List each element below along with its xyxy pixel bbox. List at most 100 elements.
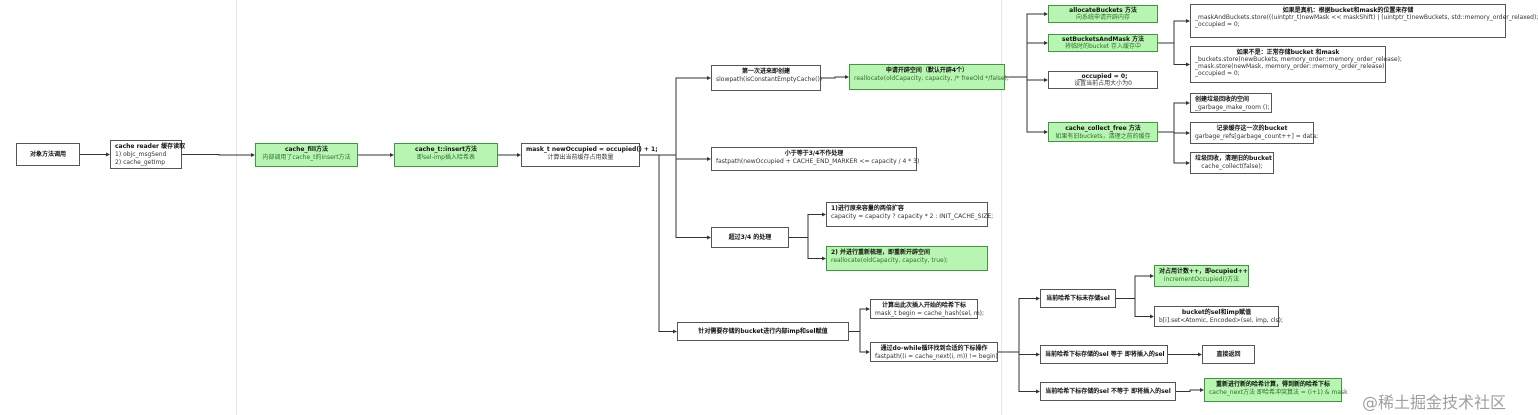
- node-new-occupied[interactable]: mask_t newOccupied = occupied() + 1; 计算出…: [521, 143, 658, 167]
- connector-line: [1005, 76, 1045, 133]
- node-title: 小于等于3/4不作处理: [784, 150, 844, 157]
- node-title: 记录缓存这一次的bucket: [1216, 125, 1288, 132]
- node-title: 通过do-while循环找到合适的下标操作: [880, 345, 988, 352]
- node-line: _mask.store(newMask, memory_order::memor…: [1195, 63, 1387, 70]
- node-desc: cache_next方法 即哈希冲突算法 = (i+1) & mask: [1209, 389, 1348, 396]
- connector-line: [1116, 298, 1151, 317]
- node-over-three-quarters[interactable]: 超过3/4 的处理: [711, 227, 789, 248]
- connector-arrowhead: [1200, 388, 1204, 392]
- node-title: _occupied = 0;: [1078, 73, 1128, 80]
- node-bucket-set[interactable]: bucket的sel和imp赋值 b[i].set<Atomic, Encode…: [1154, 306, 1284, 327]
- node-desc: _garbage_make_room ();: [1195, 104, 1270, 111]
- node-reallocate-new[interactable]: 2) 并进行重新梳理，即重新开辟空间 reallocate(oldCapacit…: [826, 246, 988, 271]
- node-begin-hash[interactable]: 计算出此次插入开始的哈希下标 mask_t begin = cache_hash…: [870, 299, 985, 319]
- node-garbage-collect[interactable]: 垃圾回收，清理旧的bucket cache_collect(false);: [1190, 152, 1274, 174]
- connector-line: [640, 154, 674, 332]
- connector-line: [849, 331, 867, 353]
- connector-arrowhead: [707, 76, 711, 80]
- node-fastpath-small[interactable]: 小于等于3/4不作处理 fastpath(newOccupied + CACHE…: [711, 147, 920, 171]
- node-desc: fastpath(newOccupied + CACHE_END_MARKER …: [716, 158, 920, 165]
- node-no-sel[interactable]: 当前哈希下标未存储sel: [1040, 289, 1116, 308]
- node-desc: reallocate(oldCapacity, capacity, /* fre…: [854, 75, 1009, 82]
- node-sel-not-equal[interactable]: 当前哈希下标存储的sel 不等于 即将插入的sel: [1040, 382, 1176, 401]
- node-title: bucket的sel和imp赋值: [1181, 309, 1252, 316]
- node-store-bucket[interactable]: 针对需要存储的bucket进行内部imp和sel赋值: [677, 322, 849, 341]
- connector-arrowhead: [1150, 314, 1154, 319]
- connector-arrowhead: [1198, 352, 1202, 357]
- node-title: mask_t newOccupied = occupied() + 1;: [526, 146, 658, 153]
- node-cache-fill[interactable]: cache_fill方法 内部调用了cache_t的insert方法: [255, 143, 358, 167]
- connector-line: [849, 308, 867, 332]
- connector-arrowhead: [1044, 41, 1048, 45]
- node-cache-next[interactable]: 重新进行新的哈希计算，得到新的哈希下标 cache_next方法 即哈希冲突算法…: [1204, 378, 1348, 402]
- node-object-method-call[interactable]: 对象方法调用: [16, 143, 80, 166]
- node-allocate-buckets[interactable]: allocateBuckets 方法 向系统申请开辟内存: [1048, 5, 1158, 23]
- node-set-buckets-and-mask[interactable]: setBucketsAndMask 方法 将临时的bucket 存入缓存中: [1048, 34, 1158, 52]
- connector-line: [640, 154, 708, 238]
- connector-line: [821, 76, 846, 79]
- node-cache-insert[interactable]: cache_t::insert方法 即sel-imp插入哈希表: [394, 143, 498, 167]
- node-title: 2) 并进行重新梳理，即重新开辟空间: [831, 249, 931, 256]
- node-first-create[interactable]: 第一次进来即创建 slowpath(isConstantEmptyCache()…: [711, 65, 822, 91]
- node-do-while[interactable]: 通过do-while循环找到合适的下标操作 fastpath((i = cach…: [870, 342, 998, 362]
- node-title: allocateBuckets 方法: [1069, 7, 1137, 14]
- node-cache-collect-free[interactable]: cache_collect_free 方法 如果有旧buckets，清理之前的缓…: [1048, 122, 1158, 142]
- connector-line: [789, 237, 823, 259]
- node-return-direct[interactable]: 直接返回: [1202, 345, 1255, 364]
- connector-arrowhead: [1036, 296, 1040, 301]
- node-title: cache_collect_free 方法: [1065, 125, 1141, 132]
- node-title: 超过3/4 的处理: [728, 234, 772, 241]
- connector-arrowhead: [866, 307, 870, 311]
- connector-arrowhead: [822, 256, 826, 261]
- connector-arrowhead: [390, 153, 394, 157]
- column-guide: [236, 0, 237, 415]
- node-desc: mask_t begin = cache_hash(sel, m);: [875, 310, 985, 317]
- node-desc: 设置当前占用大小为0: [1074, 80, 1132, 87]
- connector-arrowhead: [1150, 274, 1154, 278]
- node-title: 对象方法调用: [29, 151, 66, 158]
- connector-line: [1158, 42, 1187, 65]
- node-sel-equal[interactable]: 当前哈希下标存储的sel 等于 即将插入的sel: [1040, 345, 1168, 364]
- node-garbage-make-room[interactable]: 创建垃圾回收的空间 _garbage_make_room ();: [1190, 93, 1272, 113]
- node-desc: 计算出当前缓存占用数量: [547, 154, 614, 161]
- node-desc: b[i].set<Atomic, Encoded>(sel, imp, cls)…: [1159, 317, 1284, 324]
- node-garbage-record[interactable]: 记录缓存这一次的bucket garbage_refs[garbage_coun…: [1190, 122, 1319, 144]
- node-title: 如果不是：正常存储bucket 和mask: [1236, 49, 1340, 56]
- node-title: 创建垃圾回收的空间: [1195, 96, 1250, 103]
- connector-arrowhead: [707, 157, 711, 161]
- node-line: _buckets.store(newBuckets, memory_order:…: [1195, 56, 1402, 63]
- node-cache-reader[interactable]: cache reader 缓存读取 1) objc_msgSend 2) cac…: [110, 140, 186, 169]
- node-double-capacity[interactable]: 1)进行原来容量的两倍扩容 capacity = capacity ? capa…: [826, 202, 994, 227]
- node-increment-occupied[interactable]: 对占用计数++，即ocupied++ incrementOccupied()方法: [1154, 265, 1249, 287]
- node-line: _occupied = 0;: [1195, 70, 1240, 77]
- connector-line: [1158, 20, 1187, 44]
- node-desc: capacity = capacity ? capacity * 2 : INI…: [831, 213, 994, 220]
- node-title: cache_t::insert方法: [415, 146, 477, 153]
- node-desc: incrementOccupied()方法: [1163, 276, 1240, 283]
- node-not-real-device-store[interactable]: 如果不是：正常存储bucket 和mask _buckets.store(new…: [1190, 46, 1402, 83]
- connector-arrowhead: [1044, 78, 1048, 82]
- node-reallocate-init[interactable]: 申请开辟空间（默认开辟4个） reallocate(oldCapacity, c…: [849, 64, 1009, 90]
- node-real-device-store[interactable]: 如果是真机：根据bucket和mask的位置来存储 _maskAndBucket…: [1190, 4, 1538, 38]
- connector-line: [182, 154, 252, 156]
- node-title: setBucketsAndMask 方法: [1061, 36, 1145, 43]
- node-title: cache_fill方法: [284, 146, 329, 153]
- node-desc: 将临时的bucket 存入缓存中: [1064, 43, 1142, 50]
- connector-arrowhead: [1186, 161, 1190, 165]
- node-title: 重新进行新的哈希计算，得到新的哈希下标: [1215, 381, 1330, 388]
- connector-arrowhead: [1186, 19, 1190, 23]
- connector-arrowhead: [106, 152, 110, 157]
- node-title: cache reader 缓存读取: [115, 143, 186, 150]
- connector-arrowhead: [1186, 62, 1190, 67]
- connector-arrowhead: [673, 329, 677, 334]
- connector-arrowhead: [1036, 389, 1040, 394]
- node-title: 1)进行原来容量的两倍扩容: [831, 205, 904, 212]
- node-occupied-zero[interactable]: _occupied = 0; 设置当前占用大小为0: [1048, 71, 1158, 89]
- connector-arrowhead: [1036, 352, 1040, 357]
- node-title: 当前哈希下标存储的sel 不等于 即将插入的sel: [1045, 388, 1171, 395]
- node-desc: reallocate(oldCapacity, capacity, true);: [831, 257, 949, 264]
- node-desc: 如果有旧buckets，清理之前的缓存: [1055, 133, 1151, 140]
- node-desc: garbage_refs[garbage_count++] = data;: [1195, 133, 1319, 140]
- connector-line: [640, 154, 708, 160]
